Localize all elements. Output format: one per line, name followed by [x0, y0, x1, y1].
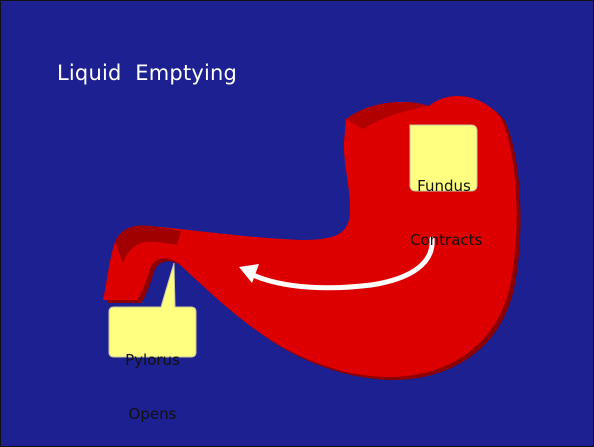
fundus-callout-line2: Contracts: [410, 231, 478, 249]
pylorus-callout-line2: Opens: [109, 405, 196, 423]
pylorus-callout-line1: Pylorus: [109, 351, 196, 369]
pylorus-callout-label: Pylorus Opens: [109, 315, 196, 447]
fundus-callout-label: Fundus Contracts: [410, 141, 478, 285]
fundus-callout-line1: Fundus: [410, 177, 478, 195]
